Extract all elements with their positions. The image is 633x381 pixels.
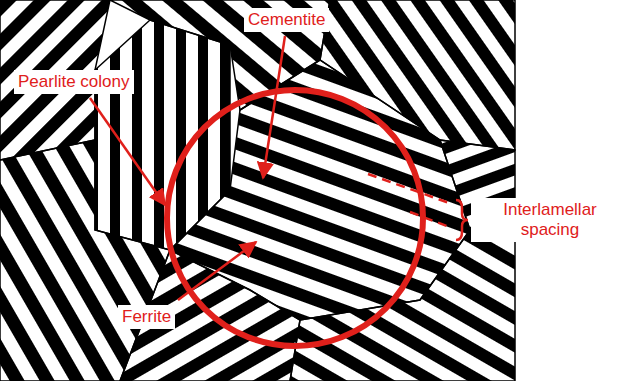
bracket [456,200,468,240]
highlight-circle [167,90,423,346]
leader-arrow [178,242,256,300]
dashed-line [368,174,452,204]
leader-arrow [90,98,165,205]
part-label: Ferrite [118,305,175,329]
part-label: Interlamellar spacing [471,198,629,242]
part-label: Cementite [244,8,329,32]
part-label: Pearlite colony [14,70,134,94]
leader-arrow [263,36,285,178]
dashed-line [410,212,452,228]
